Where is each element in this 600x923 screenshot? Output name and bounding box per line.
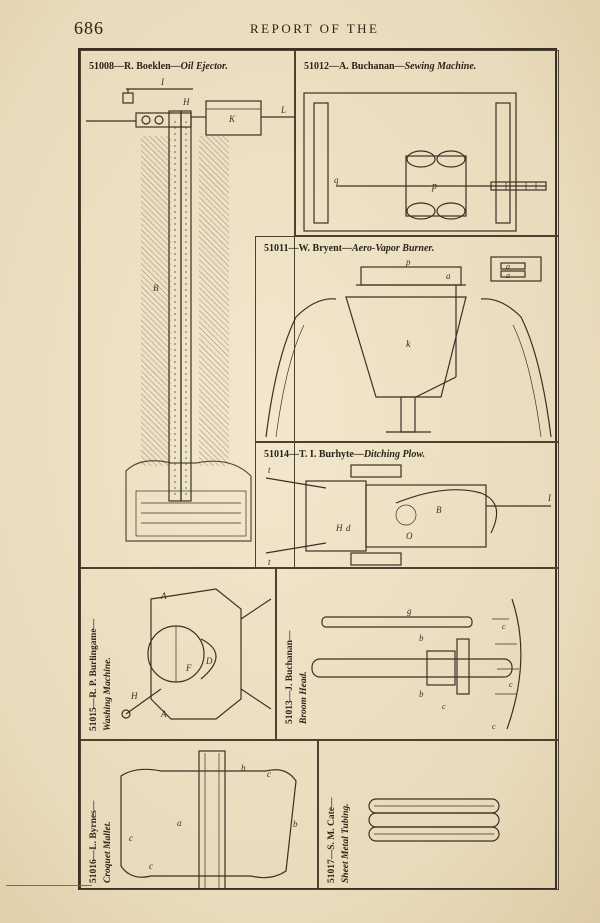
figure-caption: 51011—W. Bryent—Aero-Vapor Burner. — [264, 243, 435, 254]
oil-ejector-drawing: I H L K B — [86, 77, 294, 542]
figure-label: k — [406, 339, 411, 350]
figure-label: L — [280, 105, 286, 115]
figure-51012-sewing-machine: 51012—A. Buchanan—Sewing Machine. q — [295, 50, 559, 236]
figure-label: a — [506, 271, 510, 280]
figure-label: O — [406, 531, 413, 541]
figure-label: c — [129, 833, 133, 843]
figure-label: d — [346, 523, 351, 533]
figure-label: q — [334, 175, 339, 185]
plow-drawing: t L I B O H d t L — [265, 464, 552, 567]
figure-label: c — [442, 702, 446, 711]
figure-label: c — [492, 722, 496, 731]
figure-label: H — [335, 523, 343, 533]
figure-51008-oil-ejector: 51008—R. Boeklen—Oil Ejector. — [80, 50, 295, 568]
figure-caption: 51012—A. Buchanan—Sewing Machine. — [304, 61, 477, 72]
figure-label: b — [419, 689, 424, 699]
figure-label: g — [407, 606, 412, 616]
figure-label: A — [160, 591, 167, 601]
page-header: 686 REPORT OF THE — [0, 18, 600, 42]
washer-drawing: A H F D A — [121, 588, 272, 720]
figure-label: F — [185, 663, 192, 673]
figure-label: B — [436, 505, 442, 515]
label: I — [160, 77, 165, 87]
figure-label: c — [149, 861, 153, 871]
figure-caption: 51014—T. I. Burhyte—Ditching Plow. — [264, 449, 426, 460]
figure-label: b — [293, 819, 298, 829]
figure-label: L — [367, 468, 373, 477]
figure-caption: 51008—R. Boeklen—Oil Ejector. — [89, 61, 228, 72]
sewing-machine-drawing: q p — [303, 92, 547, 232]
figure-label: c — [502, 622, 506, 631]
footer-rule — [6, 885, 92, 886]
figure-51017-sheet-metal-tubing: 51017—S. M. Cate— Sheet Metal Tubing. — [318, 740, 559, 890]
figure-label: a — [506, 262, 510, 271]
figure-label: H — [182, 97, 190, 107]
figure-label: b — [419, 633, 424, 643]
figure-51014-ditching-plow: 51014—T. I. Burhyte—Ditching Plow. t L I… — [255, 442, 559, 568]
figure-label: p — [431, 181, 437, 192]
figure-label: b — [241, 763, 246, 773]
tubing-drawing — [368, 798, 500, 842]
figure-label: D — [205, 656, 213, 666]
figure-label: c — [509, 680, 513, 689]
page-number: 686 — [74, 18, 104, 38]
figure-label: I — [547, 493, 552, 503]
figure-51016-croquet-mallet: 51016—L. Byrnes— Croquet Mallet. c a b c… — [80, 740, 318, 890]
broom-drawing: g b c c b c c — [311, 598, 522, 731]
figure-label: a — [446, 271, 451, 281]
figure-51013-broom-head: 51013—J. Buchanan— Broom Head. g b c c b — [276, 568, 559, 740]
figure-label: B — [153, 283, 159, 293]
figure-label: c — [267, 769, 271, 779]
mallet-drawing: c a b c b c — [120, 750, 298, 889]
figure-label: K — [228, 114, 236, 124]
figure-label: t — [268, 465, 271, 475]
running-head: REPORT OF THE — [250, 21, 380, 36]
figure-label: H — [130, 691, 138, 701]
figure-label: L — [367, 556, 373, 565]
burner-drawing: p a k a a — [265, 256, 552, 438]
figure-51011-aero-vapor-burner: 51011—W. Bryent—Aero-Vapor Burner. — [255, 236, 559, 442]
figure-label: t — [268, 557, 271, 567]
figure-51015-washing-machine: 51015—R. P. Burlingame— Washing Machine.… — [80, 568, 276, 740]
figure-label: A — [160, 709, 167, 719]
figure-label: p — [405, 257, 411, 267]
figure-label: a — [177, 818, 182, 828]
figure-plate: 51008—R. Boeklen—Oil Ejector. — [78, 48, 559, 890]
